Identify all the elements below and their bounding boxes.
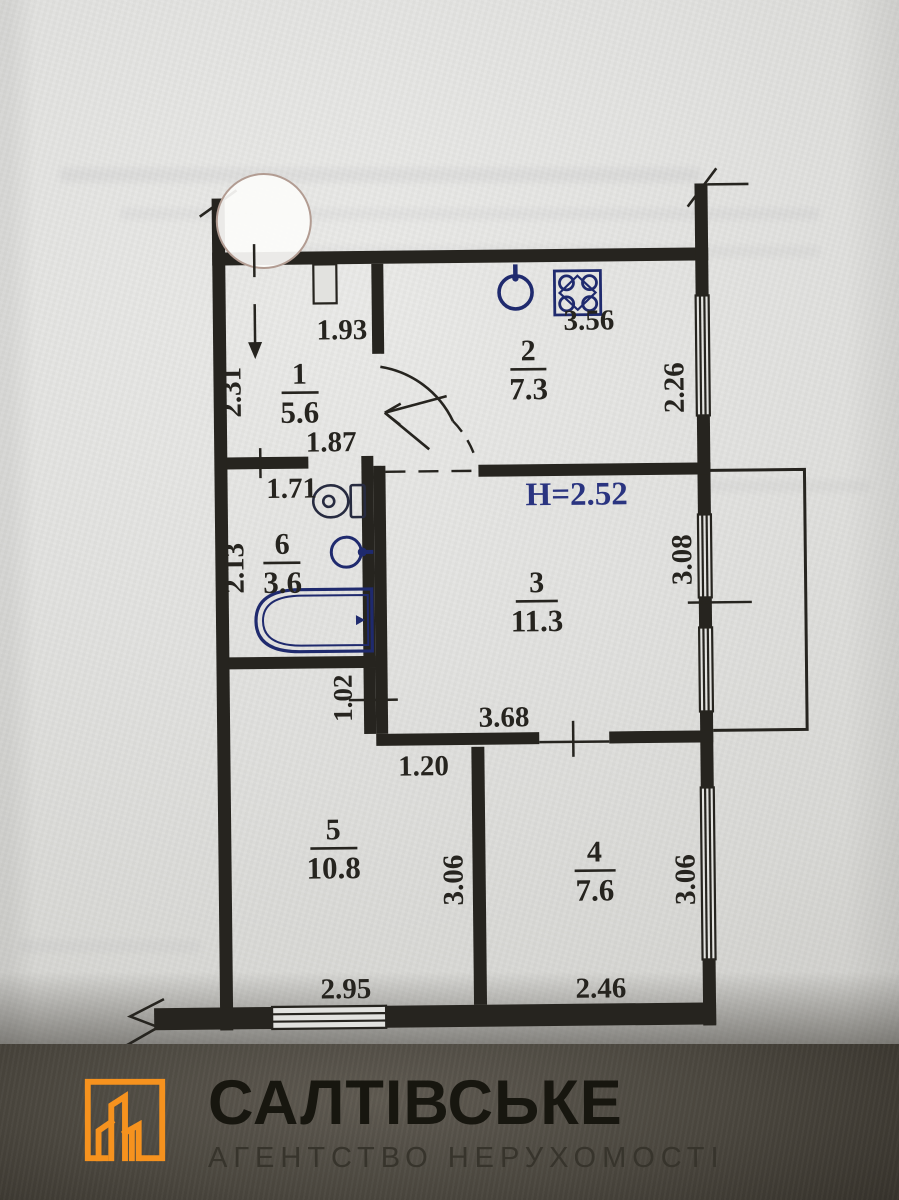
room-label-1: 1 5.6	[280, 358, 319, 430]
window	[699, 786, 717, 961]
dim-room2-right: 2.26	[658, 362, 691, 413]
room-area: 10.8	[306, 850, 361, 886]
fixtures	[254, 264, 603, 654]
balcony-outline	[710, 467, 809, 732]
room-area: 7.3	[509, 371, 548, 406]
logo-building-tall	[108, 1091, 128, 1162]
dim-room5-bottom: 2.95	[320, 973, 371, 1006]
dim-room4-bottom: 2.46	[575, 972, 626, 1005]
dimension-tick	[687, 600, 752, 604]
bleedthrough-smudge	[60, 168, 700, 182]
wall	[699, 711, 714, 788]
room-label-4: 4 7.6	[574, 836, 616, 908]
agency-logo-icon	[84, 1078, 166, 1162]
room-area: 3.6	[263, 565, 302, 600]
door-arc-dashed	[452, 420, 478, 462]
window	[694, 294, 711, 417]
room-label-6: 6 3.6	[263, 528, 302, 600]
ceiling-height-note: H=2.52	[525, 476, 628, 513]
room-label-5: 5 10.8	[306, 813, 361, 886]
room-number: 2	[521, 334, 536, 367]
dim-room3-right: 3.08	[666, 534, 699, 585]
dimension-tick	[348, 698, 398, 702]
dim-room1-top: 1.93	[316, 314, 367, 347]
wall	[478, 462, 711, 477]
opening-dashed-line	[385, 469, 479, 473]
agency-footer: САЛТІВСЬКЕ АГЕНТСТВО НЕРУХОМОСТІ	[0, 1044, 899, 1200]
wall	[212, 247, 709, 266]
wall-break-icon	[686, 167, 718, 208]
room-area: 11.3	[511, 603, 564, 639]
agency-tagline: АГЕНТСТВО НЕРУХОМОСТІ	[208, 1141, 725, 1174]
room-number: 6	[275, 528, 290, 561]
agency-brand-block: САЛТІВСЬКЕ АГЕНТСТВО НЕРУХОМОСТІ	[208, 1067, 725, 1174]
washbasin-icon	[329, 535, 374, 569]
room-number: 1	[292, 358, 307, 391]
room-label-3: 3 11.3	[511, 566, 564, 639]
wall	[694, 183, 709, 296]
dim-room1-left: 2.31	[215, 367, 248, 418]
duct-shaft	[312, 263, 338, 305]
wall	[471, 746, 488, 1005]
wall	[226, 456, 309, 470]
door-threshold	[539, 740, 610, 744]
dim-room6-left: 2.13	[218, 543, 251, 594]
direction-arrow	[383, 394, 447, 451]
room-label-2: 2 7.3	[509, 334, 548, 406]
door-arc	[380, 365, 455, 422]
wall-break-icon	[123, 997, 165, 1048]
dim-room5-right: 3.06	[437, 855, 470, 906]
room-area: 7.6	[575, 872, 614, 907]
windows	[270, 294, 717, 1031]
wall	[609, 730, 714, 744]
entrance-arrow	[248, 304, 263, 360]
wall	[376, 732, 540, 746]
dim-room2-top: 3.56	[563, 304, 614, 337]
dim-room6-top: 1.71	[266, 472, 317, 505]
walls	[154, 183, 717, 1031]
room-area: 5.6	[280, 394, 319, 429]
floor-plan: 1 5.6 2 7.3 3 11.3 4 7.6 5 10.8 6 3.6	[123, 167, 809, 1048]
floor-plan-drawing: 1 5.6 2 7.3 3 11.3 4 7.6 5 10.8 6 3.6	[123, 167, 809, 1048]
wall	[211, 198, 234, 1031]
room-number: 4	[587, 836, 602, 869]
wall	[373, 465, 389, 734]
sink-icon	[497, 264, 534, 311]
window	[697, 626, 715, 713]
agency-brand-name: САЛТІВСЬКЕ	[208, 1067, 623, 1138]
stove-icon	[552, 269, 603, 317]
room-number: 5	[326, 813, 341, 846]
dim-room3-bottom: 3.68	[478, 701, 529, 734]
stamp-circle	[215, 173, 312, 270]
bathtub-icon	[254, 587, 374, 654]
wall	[154, 1006, 273, 1031]
door-swing	[380, 365, 479, 473]
dimension-ticks	[252, 244, 610, 757]
room-labels: 1 5.6 2 7.3 3 11.3 4 7.6 5 10.8 6 3.6	[263, 334, 616, 908]
dim-room1-bottom: 1.87	[306, 426, 357, 459]
room-number: 3	[529, 566, 544, 599]
wall	[386, 1002, 717, 1028]
window	[696, 513, 713, 599]
window	[270, 1004, 388, 1031]
dim-hall-left: 1.02	[328, 674, 358, 722]
wall-break-icons	[123, 167, 749, 1048]
toilet-icon	[311, 483, 367, 519]
wall	[228, 655, 376, 670]
logo-building-left	[95, 1117, 116, 1162]
dim-room5-door: 1.20	[398, 750, 449, 783]
logo-frame	[84, 1078, 166, 1162]
dim-room4-right: 3.06	[669, 854, 702, 905]
wall	[371, 263, 385, 354]
dimension-labels: 1.93 2.31 1.87 1.71 2.13 3.56 2.26 H=2.5…	[215, 304, 702, 1006]
wall	[698, 597, 713, 628]
